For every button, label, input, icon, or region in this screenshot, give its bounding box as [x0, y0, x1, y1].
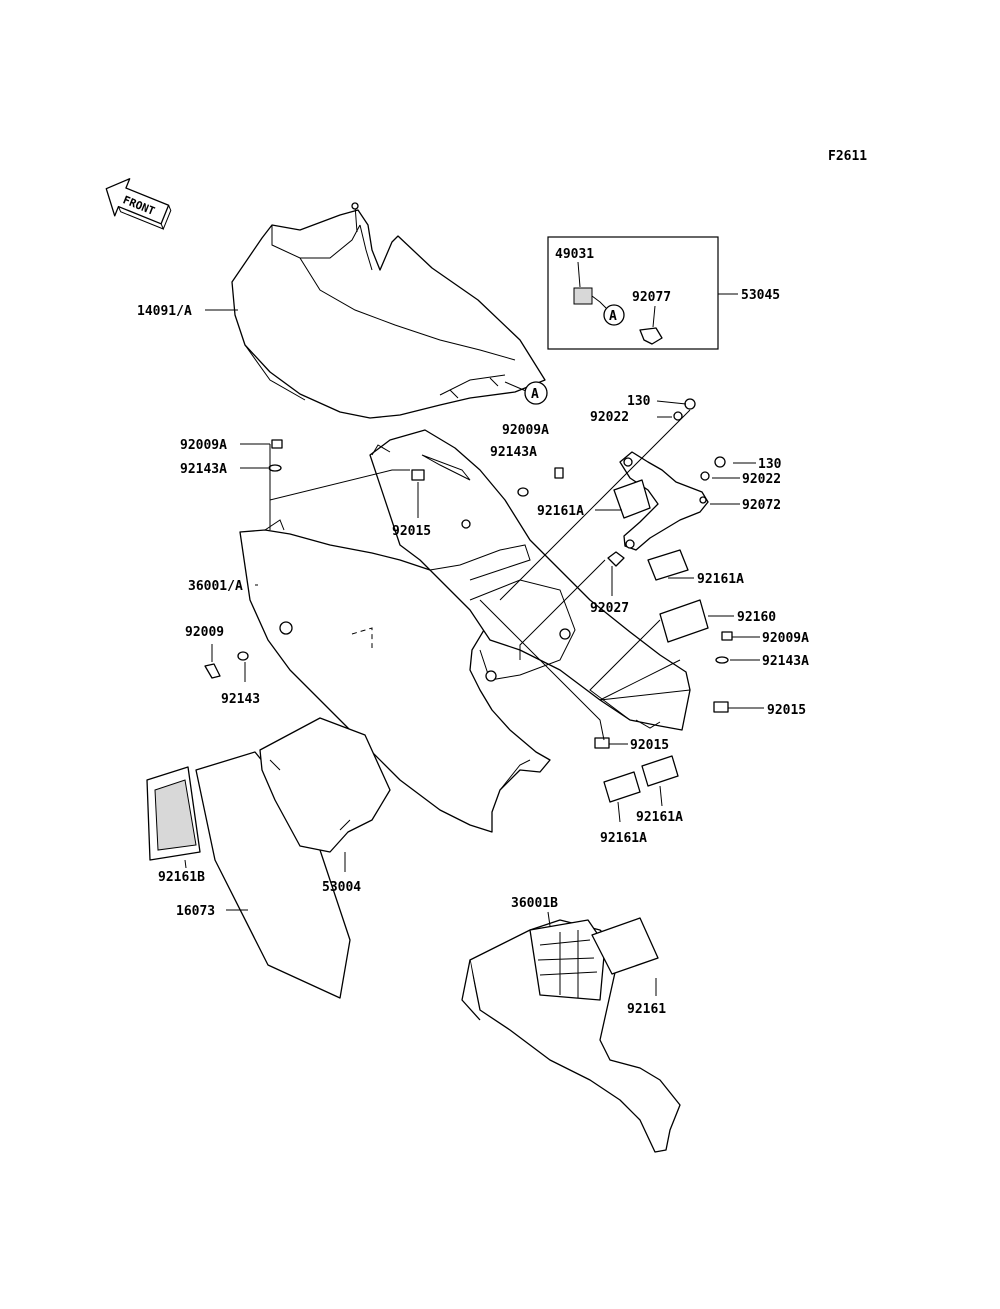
- pad-92161a-2: [647, 549, 689, 581]
- lock-kit-box-53045: A: [547, 236, 738, 350]
- washer-92022b-icon: [700, 471, 710, 481]
- label-14091a: 14091/A: [137, 304, 192, 319]
- label-92009: 92009: [185, 625, 224, 640]
- label-92143: 92143: [221, 692, 260, 707]
- screw-92009a-top-icon: [554, 467, 564, 479]
- lock-icon: [573, 287, 593, 305]
- seat-cover-14091: [231, 202, 546, 419]
- label-92022b: 92022: [742, 472, 781, 487]
- label-53004: 53004: [322, 880, 361, 895]
- label-92015-right: 92015: [767, 703, 806, 718]
- screw-92009a-right-icon: [721, 631, 733, 641]
- clip-92015-right-icon: [713, 701, 729, 713]
- label-130b: 130: [758, 457, 782, 472]
- washer-92143a-mid-icon: [517, 487, 529, 497]
- sheet-92161b: [146, 766, 201, 861]
- label-92009a-right: 92009A: [762, 631, 809, 646]
- washer-92143-icon: [237, 651, 249, 661]
- label-92022a: 92022: [590, 410, 629, 425]
- label-49031: 49031: [555, 247, 594, 262]
- clip-92015-top-icon: [411, 469, 425, 481]
- label-92160: 92160: [737, 610, 776, 625]
- pads: [603, 479, 709, 803]
- hardware: [204, 398, 733, 749]
- figure-code: F2611: [828, 149, 867, 164]
- label-92009a-top: 92009A: [502, 423, 549, 438]
- callout-a-box-letter: A: [609, 309, 617, 324]
- label-92143a-left: 92143A: [180, 462, 227, 477]
- label-92161a-2: 92161A: [697, 572, 744, 587]
- callout-a-seat: A: [504, 381, 548, 405]
- clip-92027-icon: [607, 551, 625, 567]
- clip-92015-bottom-icon: [594, 737, 610, 749]
- label-92161b: 92161B: [158, 870, 205, 885]
- label-92015-top: 92015: [392, 524, 431, 539]
- label-92027: 92027: [590, 601, 629, 616]
- label-92161: 92161: [627, 1002, 666, 1017]
- pad-92161a-1: [613, 479, 651, 519]
- guard-36001b: [461, 917, 681, 1153]
- side-cover-36001: [239, 429, 691, 833]
- washer-92022a-icon: [673, 411, 683, 421]
- bolt-130b-icon: [714, 456, 726, 468]
- washer-92143a-left-icon: [268, 464, 282, 472]
- washer-92143a-right-icon: [715, 656, 729, 664]
- callout-a-seat-letter: A: [531, 387, 539, 402]
- bracket-92072: [619, 451, 709, 551]
- label-92161a-4: 92161A: [636, 810, 683, 825]
- front-arrow-icon: FRONT: [105, 178, 172, 231]
- label-92009a-left: 92009A: [180, 438, 227, 453]
- pad-92160: [659, 599, 709, 643]
- label-36001a: 36001/A: [188, 579, 243, 594]
- label-92015-bottom: 92015: [630, 738, 669, 753]
- label-92072: 92072: [742, 498, 781, 513]
- mat-53004: [259, 717, 391, 853]
- screw-92009a-left-icon: [271, 439, 283, 449]
- label-92161a-1: 92161A: [537, 504, 584, 519]
- pad-92161a-3: [603, 771, 641, 803]
- bolt-130a-icon: [684, 398, 696, 410]
- label-130a: 130: [627, 394, 651, 409]
- label-92077: 92077: [632, 290, 671, 305]
- leader-lines: [184, 309, 764, 996]
- label-36001b: 36001B: [511, 896, 558, 911]
- label-92143a-right: 92143A: [762, 654, 809, 669]
- label-53045: 53045: [741, 288, 780, 303]
- label-92161a-3: 92161A: [600, 831, 647, 846]
- part-labels: 14091/A 49031 92077 53045 130 92022 9200…: [137, 247, 809, 1017]
- label-92143a-mid: 92143A: [490, 445, 537, 460]
- pad-92161a-4: [641, 755, 679, 787]
- label-16073: 16073: [176, 904, 215, 919]
- screw-92009-icon: [204, 663, 221, 679]
